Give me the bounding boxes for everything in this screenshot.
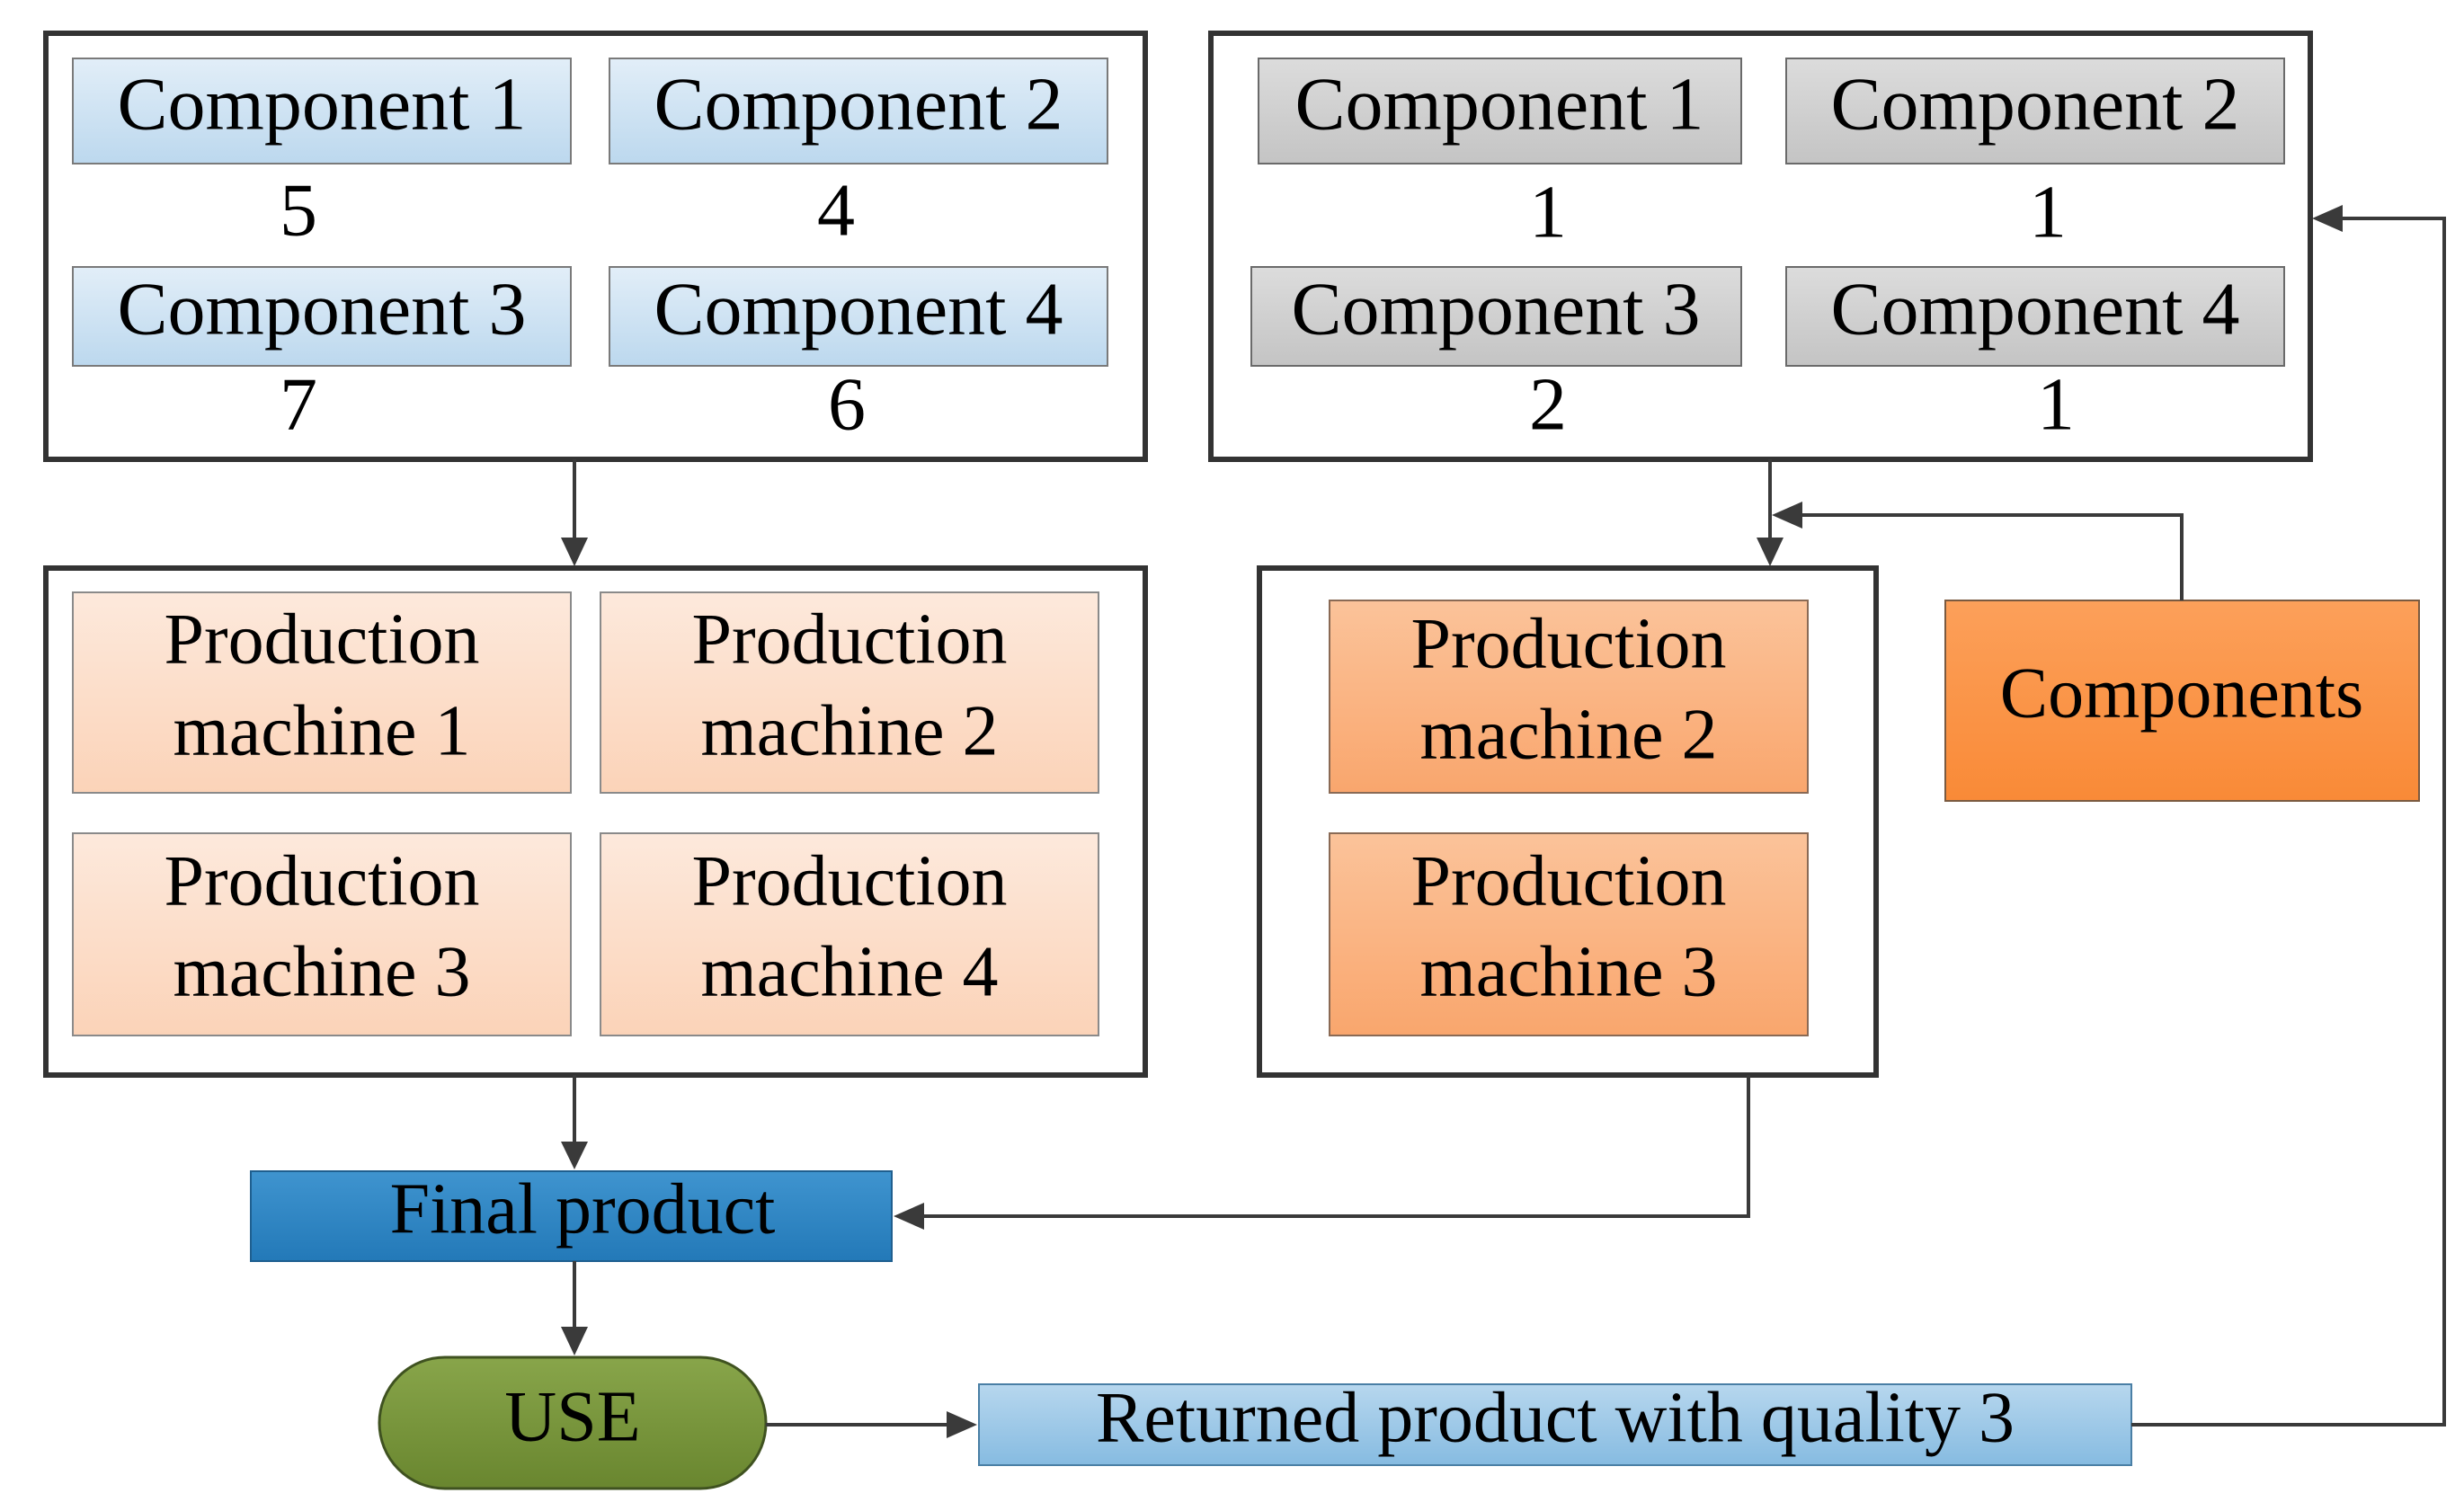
- machine-label-line1: Production: [164, 600, 479, 679]
- final-product-box: Final product: [250, 1169, 893, 1262]
- machine-label-line2: machine 1: [173, 691, 471, 770]
- arrowhead: [947, 1411, 977, 1438]
- machine-label-line2: machine 4: [701, 932, 999, 1011]
- component-label: Component 3: [118, 267, 527, 351]
- component-label: Component 4: [654, 267, 1063, 351]
- returned-component-box: Component 2: [1785, 58, 2285, 164]
- new-component-box: Component 3: [72, 266, 572, 367]
- new-component-box: Component 2: [609, 58, 1108, 164]
- production-machine-box: Production machine 3: [72, 832, 572, 1036]
- component-quantity: 1: [2029, 170, 2067, 253]
- connector-line: [1801, 513, 2184, 600]
- arrowhead: [561, 1327, 588, 1355]
- component-label: Component 2: [1831, 62, 2240, 146]
- component-label: Component 4: [1831, 267, 2240, 351]
- connector-line: [924, 1075, 1750, 1218]
- machine-label-line1: Production: [691, 600, 1007, 679]
- arrowhead: [1772, 502, 1802, 529]
- component-label: Component 1: [1295, 62, 1704, 146]
- component-quantity: 4: [817, 168, 855, 252]
- new-component-box: Component 1: [72, 58, 572, 164]
- component-quantity: 7: [280, 362, 317, 446]
- component-quantity: 1: [2037, 362, 2075, 446]
- returned-component-box: Component 1: [1258, 58, 1742, 164]
- returned-components-group: Component 1 Component 2 1 1 Component 3 …: [1208, 31, 2313, 462]
- machine-label-line1: Production: [164, 841, 479, 920]
- machine-label-line2: machine 3: [1420, 932, 1718, 1011]
- returned-component-box: Component 3: [1250, 266, 1742, 367]
- components-source-box: Components: [1944, 600, 2420, 802]
- machine-label-line2: machine 2: [701, 691, 999, 770]
- new-component-box: Component 4: [609, 266, 1108, 367]
- returned-product-box: Returned product with quality 3: [978, 1378, 2132, 1466]
- connectors: [561, 205, 2446, 1438]
- machine-label-line1: Production: [1410, 604, 1726, 683]
- machine-label-line2: machine 3: [173, 932, 471, 1011]
- remanufacturing-group: Production machine 2 Production machine …: [1257, 565, 1879, 1078]
- machine-label-line2: machine 2: [1420, 695, 1718, 774]
- component-quantity: 5: [280, 168, 317, 252]
- components-source-label: Components: [2000, 653, 2363, 733]
- arrowhead: [2312, 205, 2343, 232]
- arrowhead: [561, 538, 588, 566]
- returned-product-label: Returned product with quality 3: [1096, 1378, 2015, 1457]
- component-quantity: 1: [1529, 170, 1567, 253]
- production-machine-box: Production machine 4: [600, 832, 1099, 1036]
- new-components-group: Component 1 Component 2 5 4 Component 3 …: [43, 31, 1148, 462]
- final-product-label: Final product: [390, 1169, 776, 1249]
- arrowhead: [894, 1203, 924, 1230]
- returned-component-box: Component 4: [1785, 266, 2285, 367]
- use-terminator: USE: [378, 1355, 768, 1490]
- component-quantity: 6: [828, 362, 866, 446]
- component-label: Component 1: [118, 62, 527, 146]
- component-label: Component 3: [1292, 267, 1701, 351]
- arrowhead: [561, 1142, 588, 1169]
- production-machine-box: Production machine 2: [1329, 600, 1809, 794]
- production-machine-box: Production machine 1: [72, 591, 572, 794]
- arrowhead: [1757, 538, 1784, 566]
- new-production-group: Production machine 1 Production machine …: [43, 565, 1148, 1078]
- component-label: Component 2: [654, 62, 1063, 146]
- component-quantity: 2: [1529, 362, 1567, 446]
- machine-label-line1: Production: [691, 841, 1007, 920]
- use-label: USE: [504, 1377, 640, 1456]
- connector-line: [2131, 217, 2446, 1427]
- production-machine-box: Production machine 3: [1329, 832, 1809, 1036]
- machine-label-line1: Production: [1410, 841, 1726, 920]
- production-machine-box: Production machine 2: [600, 591, 1099, 794]
